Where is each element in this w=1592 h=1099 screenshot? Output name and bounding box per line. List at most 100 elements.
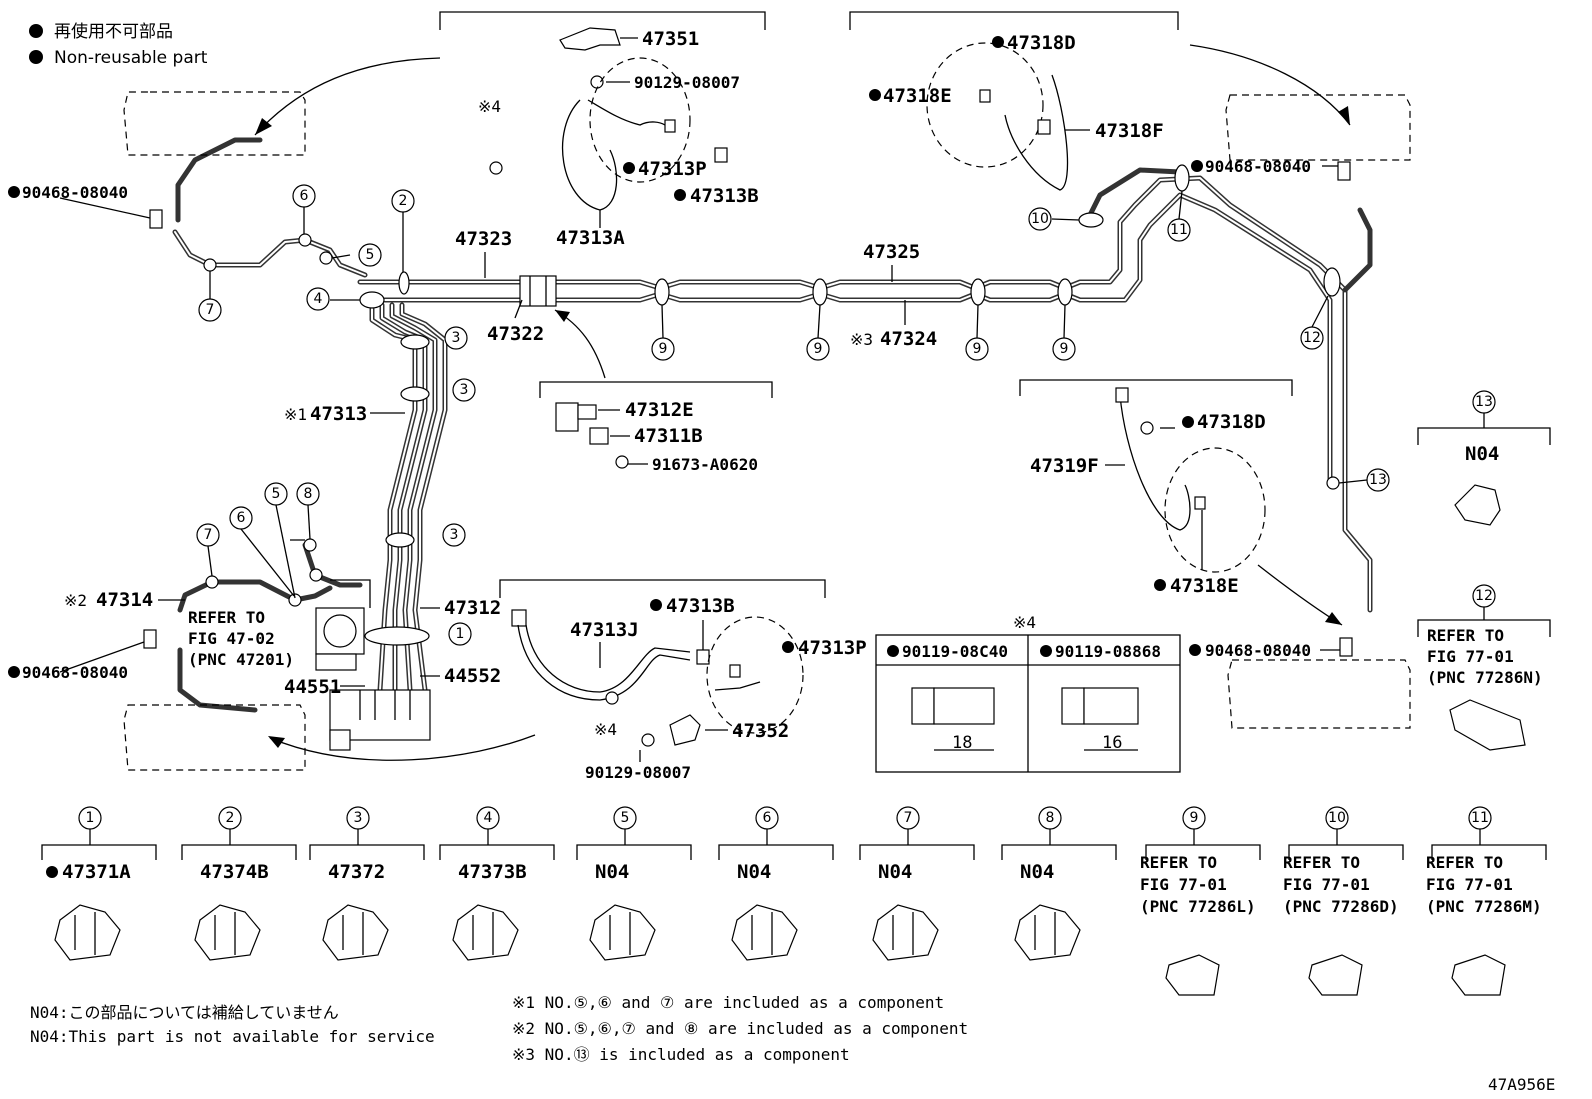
bottom-part-label: (PNC 77286D) [1283, 897, 1399, 916]
bottom-part-label: N04 [1020, 861, 1054, 883]
top-right-view: 90468-08040 [1189, 44, 1411, 181]
label-group-47313: ※1 47313 [284, 403, 405, 425]
bottom-part-number: 11 [1471, 810, 1489, 826]
bottom-part-label: 47372 [328, 861, 385, 883]
bottom-part-label: REFER TO [1283, 853, 1360, 872]
label-90129-08007-a: 90129-08007 [634, 73, 740, 92]
callout-9: 9 [1052, 304, 1076, 361]
callout-number: 3 [452, 330, 461, 346]
refer-a-line1: REFER TO [188, 608, 265, 627]
bolt-table: ※4 90119-08C40 90119-08868 18 16 [875, 613, 1181, 773]
bottom-part-label: N04 [595, 861, 629, 883]
label-47313B-mid: 47313B [666, 595, 735, 617]
callout-10: 10 [1028, 207, 1080, 231]
group-47313J: 47313J 47313B 47313P ※4 47352 90129-0800… [499, 579, 867, 782]
label-47311B: 47311B [634, 425, 703, 447]
pipe-labels: 47323 47325 47322 ※3 47324 [455, 228, 937, 379]
label-47318D-top: 47318D [1007, 32, 1076, 54]
bottom-part-number: 7 [904, 810, 913, 826]
bottom-part-number: 3 [354, 810, 363, 826]
callout-number: 3 [460, 382, 469, 398]
bottom-part-label: (PNC 77286L) [1140, 897, 1256, 916]
mark-4-box: ※4 [1013, 613, 1036, 632]
bottom-part-number: 6 [763, 810, 772, 826]
bottom-part-label: FIG 77-01 [1283, 875, 1370, 894]
callout-3: 3 [444, 326, 468, 350]
callout-9: 9 [806, 304, 830, 361]
callout-number: 2 [399, 193, 408, 209]
group-47351: 47351 90129-08007 ※4 47313P 47313B 47313… [439, 11, 766, 249]
callout-number: 5 [366, 247, 375, 263]
refer-a-line3: (PNC 47201) [188, 650, 294, 669]
legend: 再使用不可部品 Non-reusable part [29, 21, 208, 68]
brake-actuator [290, 539, 431, 751]
callout-number: 4 [314, 291, 323, 307]
footnote-3: ※3 NO.⑬ is included as a component [512, 1045, 850, 1064]
bottom-part-number: 4 [484, 810, 493, 826]
top-left-view: 90468-08040 [8, 57, 441, 229]
callout-number: 6 [237, 510, 246, 526]
callout-1: 1 [448, 622, 472, 646]
label-47313B-top: 47313B [690, 185, 759, 207]
bottom-part-number: 10 [1328, 810, 1346, 826]
bottom-part-label: N04 [878, 861, 912, 883]
label-47323: 47323 [455, 228, 512, 250]
bottom-part-number: 5 [621, 810, 630, 826]
label-47312: 47312 [444, 597, 501, 619]
callout-3: 3 [452, 378, 476, 402]
callout-6: 6 [229, 506, 295, 597]
callout-5: 5 [264, 482, 296, 599]
bottom-part-label: N04 [737, 861, 771, 883]
refer-12-line2: FIG 77-01 [1427, 647, 1514, 666]
group-47318-top: 47318D 47318E 47318F [849, 11, 1179, 191]
callout-13: 13 [1338, 468, 1390, 492]
bottom-left-view: 90468-08040 [8, 629, 536, 771]
callout-number: 10 [1031, 211, 1049, 227]
group-47312E: 47312E 47311B 91673-A0620 [539, 381, 773, 474]
callout-number: 9 [814, 341, 823, 357]
svg-text:12: 12 [1475, 588, 1493, 604]
callout-number: 9 [1060, 341, 1069, 357]
bottom-part-label: FIG 77-01 [1426, 875, 1513, 894]
callout-number: 7 [206, 302, 215, 318]
bottom-parts-row: 147371A247374B347372447373B5N046N047N048… [41, 806, 1547, 996]
callout-number: 13 [1369, 472, 1387, 488]
label-47318E-mid: 47318E [1170, 575, 1239, 597]
bottom-right-view: 90468-08040 [1189, 564, 1411, 729]
footnote-1: ※1 NO.⑤,⑥ and ⑦ are included as a compon… [512, 993, 944, 1012]
callout-number: 1 [456, 626, 465, 642]
label-47351: 47351 [642, 28, 699, 50]
label-90468-br: 90468-08040 [1205, 641, 1311, 660]
callout-9: 9 [651, 304, 675, 361]
callout-5: 5 [331, 243, 382, 267]
label-47319F: 47319F [1030, 455, 1099, 477]
label-47312E: 47312E [625, 399, 694, 421]
bottom-part-number: 9 [1190, 810, 1199, 826]
label-47313P-mid: 47313P [798, 637, 867, 659]
side-part-13: 13 N04 [1417, 390, 1551, 526]
label-47324: 47324 [880, 328, 937, 350]
mark-4-mid: ※4 [594, 720, 617, 739]
label-47313: 47313 [310, 403, 367, 425]
callout-7: 7 [198, 271, 222, 322]
legend-en: Non-reusable part [54, 48, 208, 68]
refer-12-line1: REFER TO [1427, 626, 1504, 645]
bolt1-length: 18 [952, 733, 972, 753]
bottom-part-label: FIG 77-01 [1140, 875, 1227, 894]
label-90468-tr: 90468-08040 [1205, 157, 1311, 176]
refer-12-line3: (PNC 77286N) [1427, 668, 1543, 687]
mark-3: ※3 [850, 330, 873, 349]
label-47318F: 47318F [1095, 120, 1164, 142]
group-47319F: 47319F 47318D 47318E [1019, 379, 1293, 597]
callout-12: 12 [1300, 295, 1329, 350]
legend-jp: 再使用不可部品 [54, 21, 173, 42]
diagram-code: 47A956E [1488, 1075, 1555, 1094]
callout-2: 2 [391, 189, 415, 272]
